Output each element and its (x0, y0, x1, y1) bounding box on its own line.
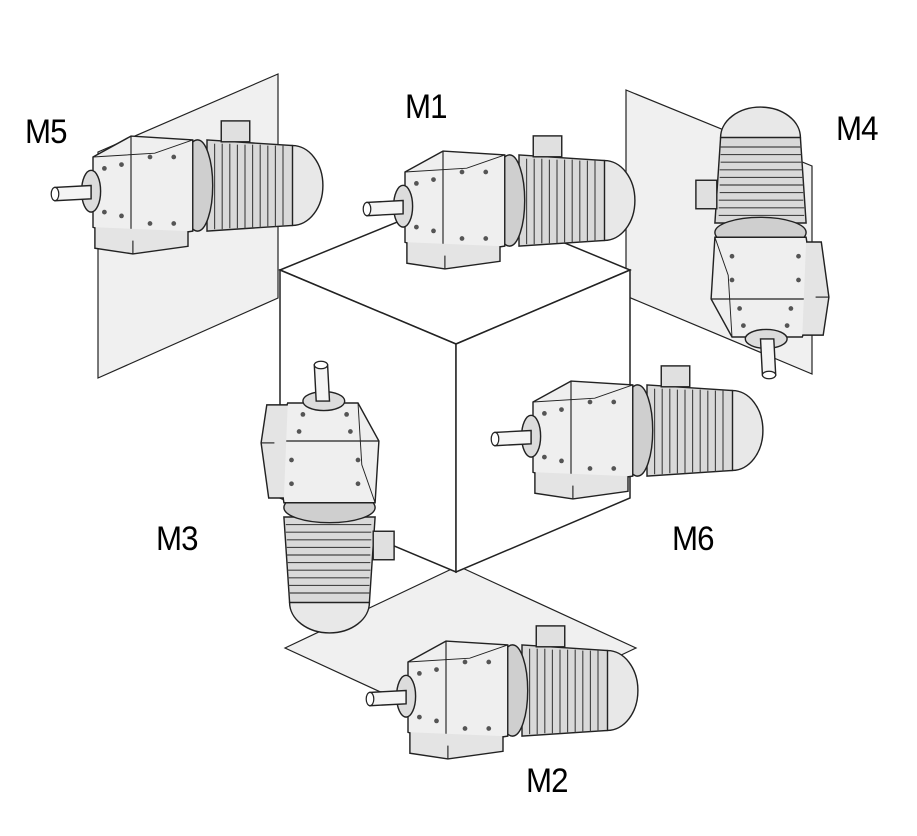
label-m3: M3 (156, 520, 199, 558)
label-m6: M6 (672, 520, 715, 558)
label-m5: M5 (25, 113, 68, 151)
label-m1: M1 (405, 88, 448, 126)
label-m4: M4 (836, 110, 879, 148)
label-m2: M2 (526, 762, 569, 800)
gear-motor-icon (50, 120, 324, 255)
